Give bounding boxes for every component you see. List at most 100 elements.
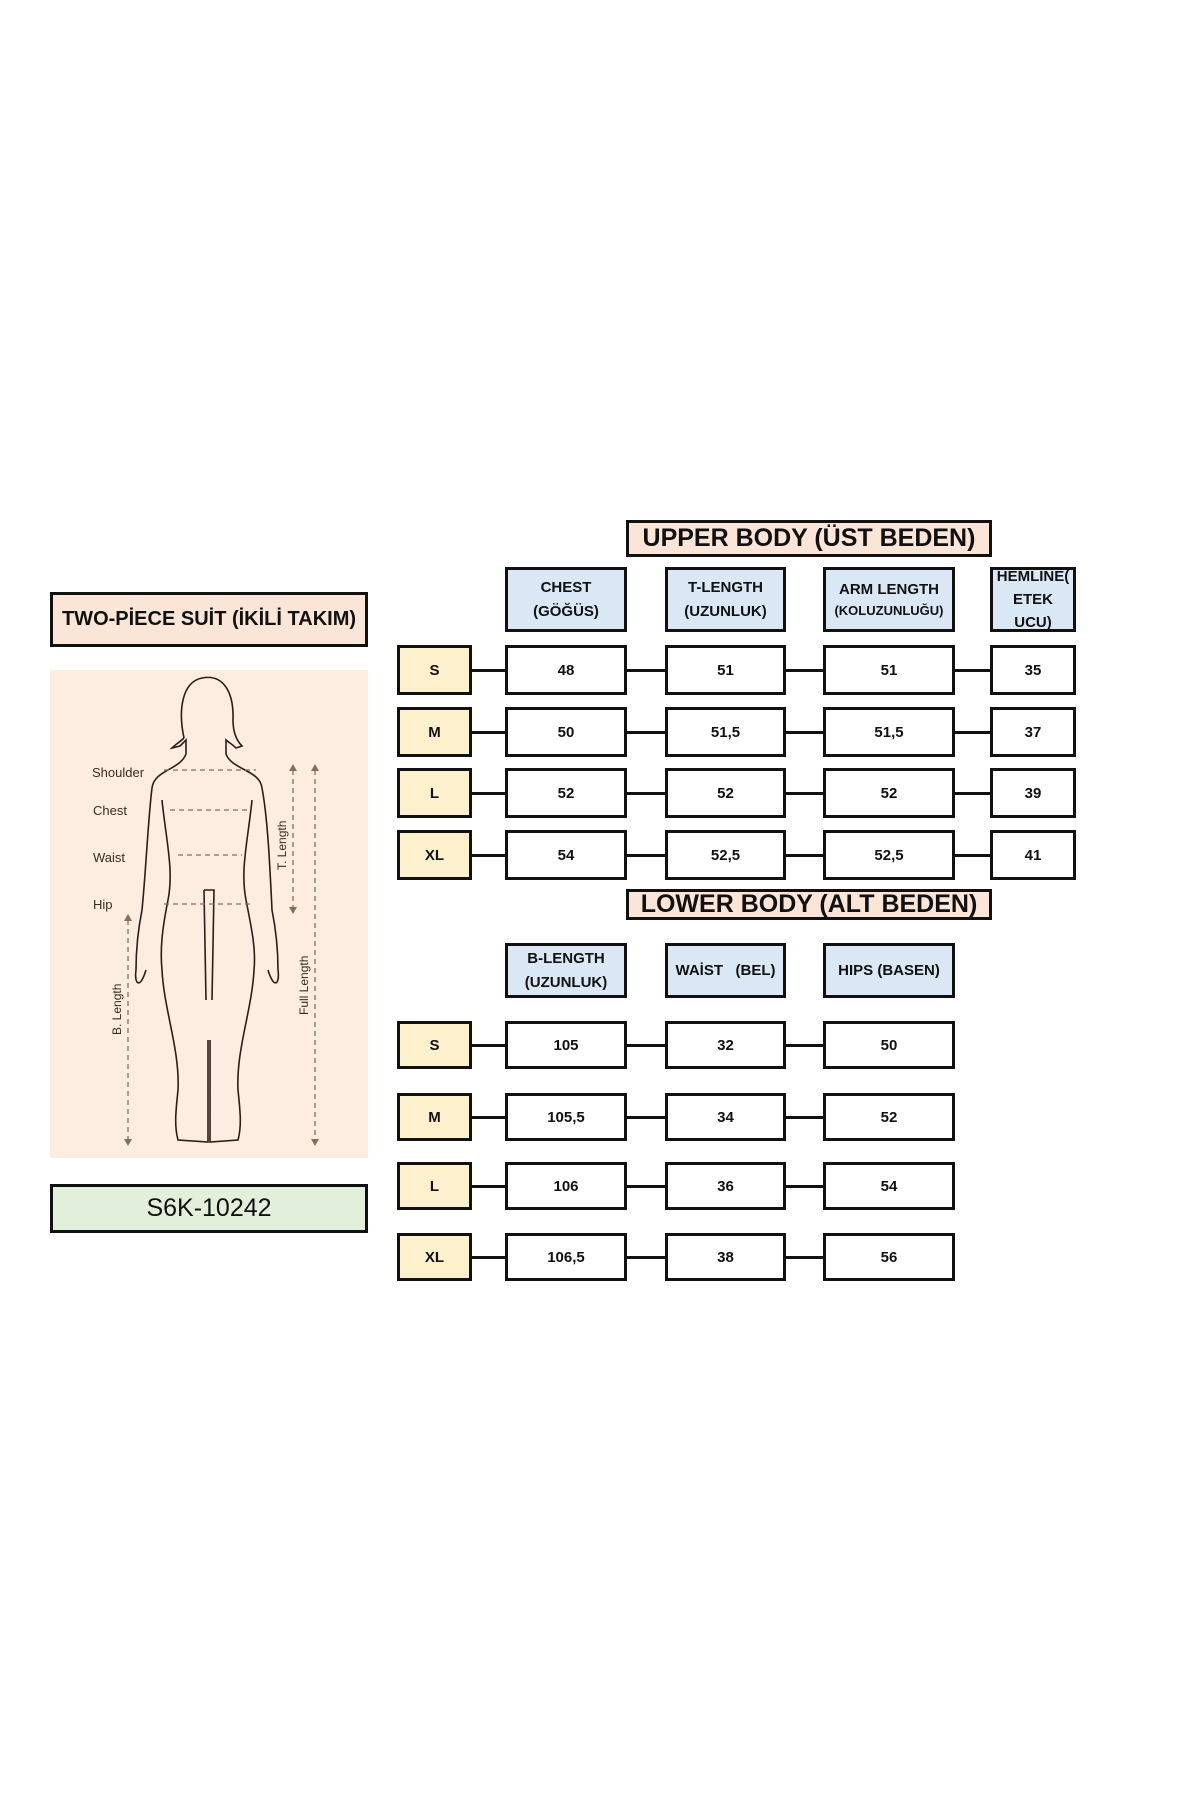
lower-body-title-text: LOWER BODY (ALT BEDEN)	[640, 890, 978, 918]
connector-line	[627, 1043, 665, 1047]
connector-line	[472, 853, 505, 857]
label-chest: Chest	[93, 803, 127, 818]
measurement-cell: 51,5	[823, 707, 955, 757]
measurement-value: 34	[717, 1108, 734, 1126]
measurement-cell: 52	[823, 768, 955, 818]
measurement-value: 56	[880, 1248, 898, 1266]
measurement-cell: 35	[990, 645, 1076, 695]
connector-line	[786, 730, 823, 734]
measurement-cell: 37	[990, 707, 1076, 757]
measurement-value: 106,5	[547, 1248, 585, 1266]
connector-line	[627, 1184, 665, 1188]
body-silhouette-icon	[124, 676, 319, 1146]
size-text: XL	[424, 846, 445, 864]
connector-line	[472, 1184, 505, 1188]
connector-line	[786, 1115, 823, 1119]
size-text: L	[429, 1177, 440, 1195]
measurement-value: 52	[880, 1108, 898, 1126]
header-line2: (UZUNLUK)	[524, 973, 608, 991]
header-line2: ETEK UCU)	[1012, 590, 1053, 632]
connector-line	[955, 668, 990, 672]
label-b-length: B. Length	[110, 983, 124, 1035]
size-text: S	[429, 1036, 440, 1054]
size-label: XL	[397, 830, 472, 880]
header-chest: CHEST (GÖĞÜS)	[505, 567, 627, 632]
measurement-value: 51	[880, 661, 898, 679]
size-label: S	[397, 645, 472, 695]
connector-line	[786, 1043, 823, 1047]
measurement-value: 105,5	[547, 1108, 585, 1126]
header-line1: HIPS (BASEN)	[838, 961, 940, 979]
size-text: XL	[424, 1248, 445, 1266]
measurement-cell: 106	[505, 1162, 627, 1210]
label-t-length: T. Length	[275, 820, 289, 870]
measurement-cell: 50	[505, 707, 627, 757]
size-text: L	[429, 784, 440, 802]
measurement-value: 52,5	[874, 846, 904, 864]
body-measurement-figure: Shoulder Chest Waist Hip T. Length Full …	[50, 670, 368, 1158]
header-line1: HEMLİNE(	[996, 567, 1070, 585]
measurement-cell: 50	[823, 1021, 955, 1069]
measurement-value: 50	[880, 1036, 898, 1054]
measurement-cell: 41	[990, 830, 1076, 880]
measurement-cell: 52	[505, 768, 627, 818]
measurement-value: 105	[553, 1036, 579, 1054]
header-hips: HIPS (BASEN)	[823, 943, 955, 998]
measurement-value: 35	[1024, 661, 1042, 679]
measurement-value: 41	[1024, 846, 1042, 864]
measurement-value: 36	[717, 1177, 734, 1195]
measurement-cell: 39	[990, 768, 1076, 818]
measurement-cell: 52,5	[823, 830, 955, 880]
measurement-cell: 105,5	[505, 1093, 627, 1141]
size-text: S	[429, 661, 440, 679]
size-label: M	[397, 707, 472, 757]
header-line2: (GÖĞÜS)	[533, 602, 599, 620]
measurement-cell: 54	[505, 830, 627, 880]
product-code-text: S6K-10242	[146, 1194, 272, 1222]
size-text: M	[428, 723, 441, 741]
connector-line	[786, 791, 823, 795]
size-label: L	[397, 768, 472, 818]
connector-line	[472, 1255, 505, 1259]
upper-body-title: UPPER BODY (ÜST BEDEN)	[626, 520, 992, 557]
label-hip: Hip	[93, 897, 113, 912]
measurement-value: 54	[557, 846, 575, 864]
measurement-cell: 32	[665, 1021, 786, 1069]
label-shoulder: Shoulder	[92, 765, 145, 780]
connector-line	[627, 791, 665, 795]
measurement-value: 50	[557, 723, 575, 741]
lower-body-title: LOWER BODY (ALT BEDEN)	[626, 889, 992, 920]
measurement-value: 32	[717, 1036, 734, 1054]
header-line1: T-LENGTH	[688, 579, 763, 597]
header-line1: B-LENGTH	[527, 950, 605, 968]
header-line2: (KOLUZUNLUĞU)	[834, 603, 944, 619]
measurement-cell: 105	[505, 1021, 627, 1069]
measurement-cell: 54	[823, 1162, 955, 1210]
header-b-length: B-LENGTH (UZUNLUK)	[505, 943, 627, 998]
connector-line	[627, 1255, 665, 1259]
header-t-length: T-LENGTH (UZUNLUK)	[665, 567, 786, 632]
measurement-cell: 52,5	[665, 830, 786, 880]
measurement-value: 51,5	[874, 723, 904, 741]
measurement-value: 52	[880, 784, 898, 802]
measurement-value: 48	[557, 661, 575, 679]
measurement-value: 38	[717, 1248, 734, 1266]
connector-line	[627, 668, 665, 672]
connector-line	[955, 730, 990, 734]
measurement-cell: 106,5	[505, 1233, 627, 1281]
label-full-length: Full Length	[297, 955, 311, 1015]
measurement-value: 52	[717, 784, 734, 802]
connector-line	[786, 1184, 823, 1188]
measurement-cell: 48	[505, 645, 627, 695]
size-label: XL	[397, 1233, 472, 1281]
connector-line	[472, 1043, 505, 1047]
measurement-cell: 38	[665, 1233, 786, 1281]
measurement-value: 52	[557, 784, 575, 802]
product-code: S6K-10242	[50, 1184, 368, 1233]
upper-body-title-text: UPPER BODY (ÜST BEDEN)	[642, 524, 976, 552]
connector-line	[472, 668, 505, 672]
measurement-value: 106	[553, 1177, 579, 1195]
connector-line	[955, 791, 990, 795]
size-text: M	[428, 1108, 441, 1126]
connector-line	[472, 791, 505, 795]
